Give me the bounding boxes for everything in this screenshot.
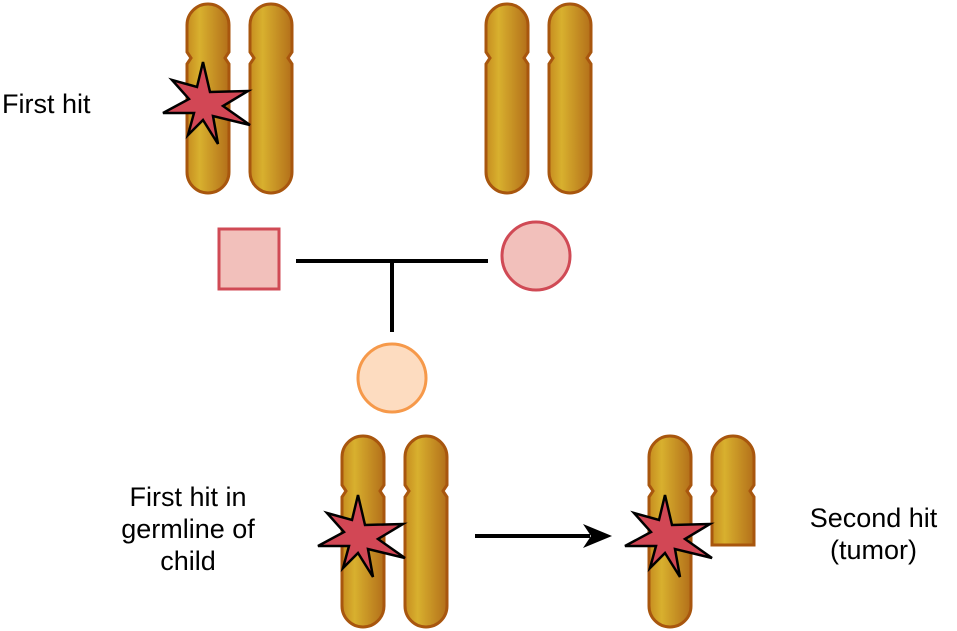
starburst-icon bbox=[624, 494, 715, 578]
mother-symbol bbox=[500, 220, 572, 292]
germline-child-label: First hit in germline of child bbox=[93, 481, 283, 577]
label-line: germline of bbox=[121, 514, 255, 544]
label-line: Second hit bbox=[809, 503, 938, 533]
mother-chromosome-pair bbox=[484, 2, 593, 195]
child-germline-chromosome-pair bbox=[317, 434, 449, 629]
starburst-icon bbox=[317, 494, 408, 578]
child-symbol bbox=[356, 342, 428, 414]
chromosome bbox=[403, 434, 449, 629]
father-symbol bbox=[217, 227, 281, 291]
chromosome bbox=[484, 2, 530, 195]
father-chromosome-pair bbox=[162, 2, 294, 195]
label-line: child bbox=[160, 546, 216, 576]
chromosome bbox=[547, 2, 593, 195]
label-line: First hit in bbox=[129, 482, 247, 512]
chromosome bbox=[248, 2, 294, 195]
tumor-chromosome-pair bbox=[624, 434, 756, 629]
first-hit-label: First hit bbox=[2, 88, 91, 120]
pedigree bbox=[217, 220, 572, 414]
label-line: (tumor) bbox=[830, 535, 917, 565]
second-hit-label: Second hit (tumor) bbox=[790, 502, 957, 566]
arrow-right-icon bbox=[475, 524, 612, 548]
truncated-chromosome bbox=[710, 434, 756, 547]
starburst-icon bbox=[162, 61, 253, 145]
label-line: First hit bbox=[2, 89, 91, 119]
